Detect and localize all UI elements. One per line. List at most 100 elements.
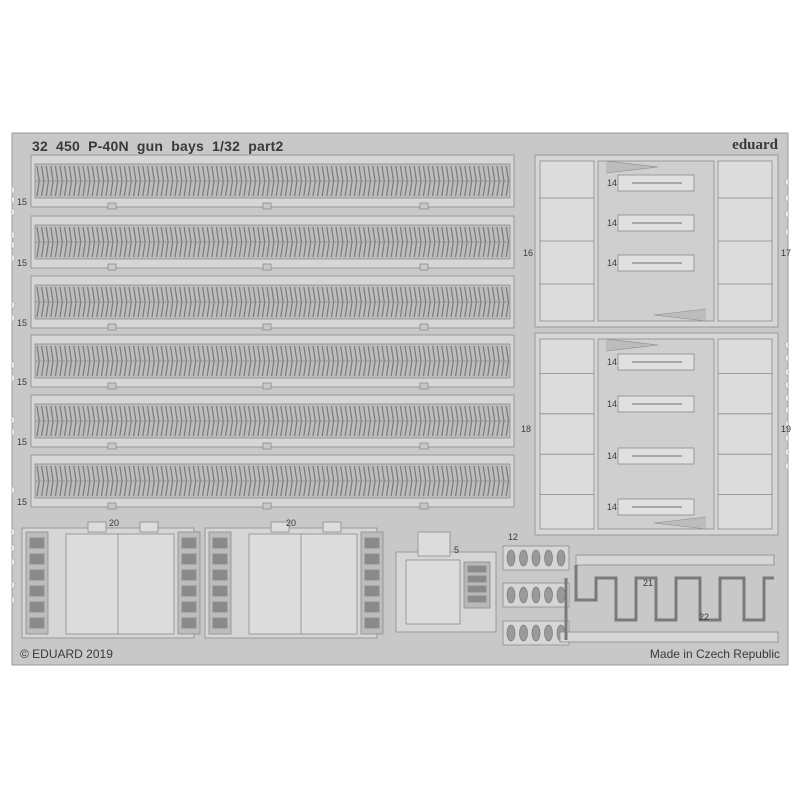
belt-tab (262, 382, 272, 390)
frame-parts-group (559, 554, 779, 643)
ammo-box-slot (181, 553, 197, 565)
ammo-box-slot (212, 617, 228, 629)
part-number-door-clip: 14 (607, 178, 618, 188)
belt-tab (107, 323, 117, 331)
door-right-panel (717, 338, 773, 530)
door-hinge (653, 516, 707, 530)
sprue-drop (10, 208, 16, 216)
part-number-belt: 15 (17, 497, 28, 507)
sprue-drop (784, 178, 790, 186)
ammo-box-slot (181, 569, 197, 581)
link-row (502, 620, 570, 646)
ammo-box-slot (29, 617, 45, 629)
sprue-drop (10, 361, 16, 369)
link-parts-group (502, 545, 570, 646)
ammo-box-slot (212, 601, 228, 613)
ammo-box (21, 521, 201, 639)
door-hinge (653, 308, 707, 322)
sprue-drop (10, 254, 16, 262)
part-number-door-clip: 14 (607, 451, 618, 461)
sprue-drop (784, 434, 790, 442)
ammo-box-panel (117, 533, 175, 635)
link-piece (506, 624, 516, 642)
ammo-box-tab (270, 521, 290, 533)
sprue-drop (784, 406, 790, 414)
link-piece (556, 586, 566, 604)
belt-tab (262, 323, 272, 331)
ammo-box-slot (212, 537, 228, 549)
sprue-drop (10, 558, 16, 566)
part-set: part2 (248, 138, 284, 154)
sprue-drop (10, 544, 16, 552)
sprue-drop (784, 381, 790, 389)
belt-tab (419, 502, 429, 510)
ammo-box-panel (248, 533, 306, 635)
sprue-drop (784, 194, 790, 202)
sprue-drop (784, 394, 790, 402)
ammo-belt (30, 154, 515, 210)
copyright-text: © EDUARD 2019 (20, 647, 113, 661)
belt-tab (107, 382, 117, 390)
sprue-drop (784, 228, 790, 236)
part-number-belt: 15 (17, 258, 28, 268)
ammo-box-slot (364, 617, 380, 629)
part-number-door-clip: 14 (607, 258, 618, 268)
sprue-drop (784, 462, 790, 470)
door-set (534, 154, 779, 328)
ammo-box-slot (364, 537, 380, 549)
tray-slot (467, 595, 487, 603)
sprue-drop (10, 581, 16, 589)
ammo-box-slot (212, 585, 228, 597)
part-number-door-right-bottom: 19 (781, 424, 792, 434)
ammo-box-panel (65, 533, 123, 635)
brand-logo: eduard (732, 137, 778, 153)
ammo-box-slot (212, 553, 228, 565)
ammo-belt-group (30, 154, 515, 510)
part-number-ammo-box: 20 (109, 518, 120, 528)
part-number-frame-upper: 21 (643, 578, 654, 588)
sprue-drop (10, 186, 16, 194)
origin-text: Made in Czech Republic (649, 647, 780, 661)
tray-top-tab (417, 531, 451, 557)
frame-upper-bar (575, 554, 775, 566)
ammo-box-slot (364, 601, 380, 613)
link-piece (544, 624, 553, 642)
sprue-drop (10, 528, 16, 536)
belt-tab (107, 202, 117, 210)
gun-bay-door-group (534, 154, 779, 536)
part-number-door-clip: 14 (607, 399, 618, 409)
ammo-belt (30, 275, 515, 331)
ammo-box-slot (29, 585, 45, 597)
ammo-box-tab (322, 521, 342, 533)
belt-tab (262, 442, 272, 450)
sprue-drop (10, 314, 16, 322)
ammo-box-slot (212, 569, 228, 581)
link-piece (556, 549, 566, 567)
belt-tab (107, 442, 117, 450)
tray-slot (467, 585, 487, 593)
sprue-drop (10, 196, 16, 204)
link-piece (506, 549, 516, 567)
ammo-belt (30, 215, 515, 271)
sprue-drop (784, 420, 790, 428)
tray-panel (405, 559, 461, 625)
tray-slot (467, 565, 487, 573)
ammo-box-slot (29, 569, 45, 581)
sprue-drop (784, 448, 790, 456)
link-row (502, 582, 570, 608)
belt-tab (107, 502, 117, 510)
ammo-box (204, 521, 384, 639)
sprue-drop (10, 428, 16, 436)
part-number-door-clip: 14 (607, 218, 618, 228)
ammo-box-slot (29, 537, 45, 549)
fret-title: 32 450 P-40N gun bays 1/32 part2 (32, 138, 283, 154)
part-number-belt: 15 (17, 318, 28, 328)
kit-title: P-40N gun bays (88, 138, 204, 154)
link-piece (519, 586, 528, 604)
ammo-box-slot (181, 601, 197, 613)
belt-tab (419, 202, 429, 210)
ammo-box-panel (300, 533, 358, 635)
belt-tab (419, 442, 429, 450)
door-hinge (605, 338, 659, 352)
link-piece (519, 549, 528, 567)
